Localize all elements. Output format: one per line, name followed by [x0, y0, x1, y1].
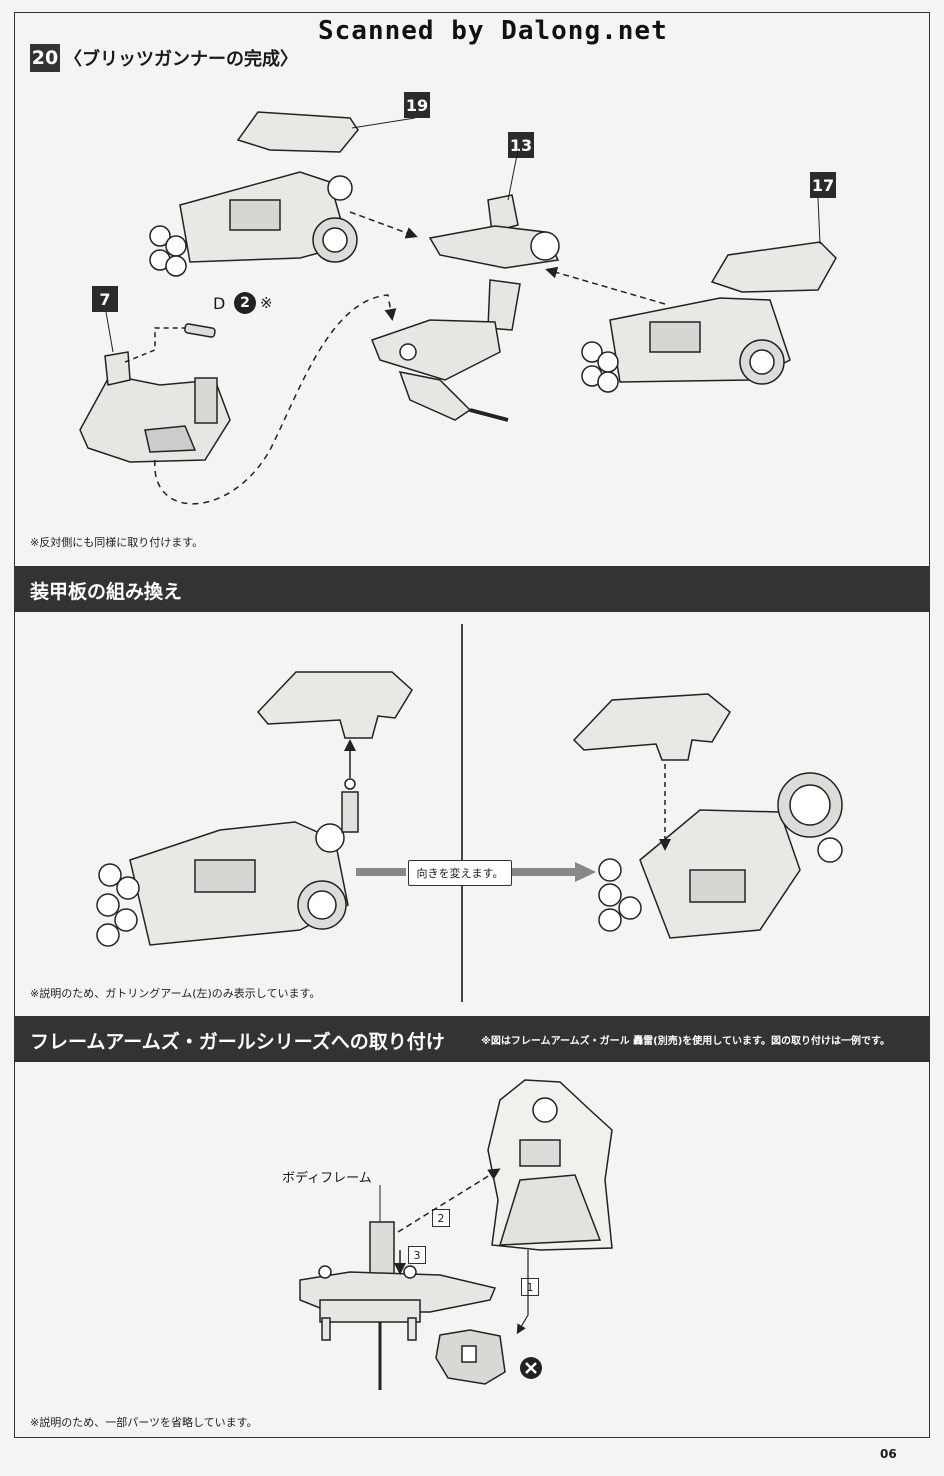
screw-mark: ※ [260, 294, 273, 312]
section-title-fag: フレームアームズ・ガールシリーズへの取り付け [30, 1031, 445, 1053]
part-number-19: 19 [404, 92, 430, 118]
screw-label: D [213, 294, 226, 313]
arm-unit-illustration [371, 194, 560, 422]
fag-note: ※説明のため、一部パーツを省略しています。 [30, 1416, 258, 1429]
part-number-7: 7 [92, 286, 118, 312]
assembly-step-2: 2 [432, 1209, 450, 1227]
step-note: ※反対側にも同様に取り付けます。 [30, 536, 204, 549]
section-header-note: ※図はフレームアームズ・ガール 轟雷(別売)を使用しています。図の取り付けは一例… [481, 1036, 890, 1047]
body-frame-label: ボディフレーム [282, 1171, 372, 1186]
fag-figure-illustration [487, 1079, 613, 1251]
step-title: 〈ブリッツガンナーの完成〉 [64, 49, 298, 70]
assembly-step-1: 1 [521, 1278, 539, 1296]
section-title-armor: 装甲板の組み換え [30, 581, 183, 603]
watermark: Scanned by Dalong.net [318, 16, 668, 46]
cross-mark-icon [520, 1357, 542, 1379]
armor-note: ※説明のため、ガトリングアーム(左)のみ表示しています。 [30, 987, 321, 1000]
gatling-arm-left-illustration [149, 111, 359, 277]
gatling-arm-right-illustration [581, 241, 837, 393]
step-number: 20 [30, 44, 60, 72]
screw-count-badge: 2 [234, 292, 256, 314]
page-number: 06 [880, 1447, 897, 1461]
section-banner-armor: 装甲板の組み換え [14, 566, 930, 612]
section-banner-fag: フレームアームズ・ガールシリーズへの取り付け ※図はフレームアームズ・ガール 轟… [14, 1016, 930, 1062]
turn-label-box: 向きを変えます。 [408, 860, 512, 886]
section-divider [461, 624, 463, 1002]
armor-right-illustration [572, 693, 843, 939]
part-number-13: 13 [508, 132, 534, 158]
part-number-17: 17 [810, 172, 836, 198]
part-7-illustration [79, 351, 231, 463]
armor-left-illustration [96, 671, 413, 947]
page-frame [14, 12, 930, 1438]
armor-plate-illustration [435, 1329, 506, 1385]
body-frame-illustration [299, 1221, 497, 1390]
screw-d-illustration [184, 323, 216, 338]
assembly-step-3: 3 [408, 1246, 426, 1264]
